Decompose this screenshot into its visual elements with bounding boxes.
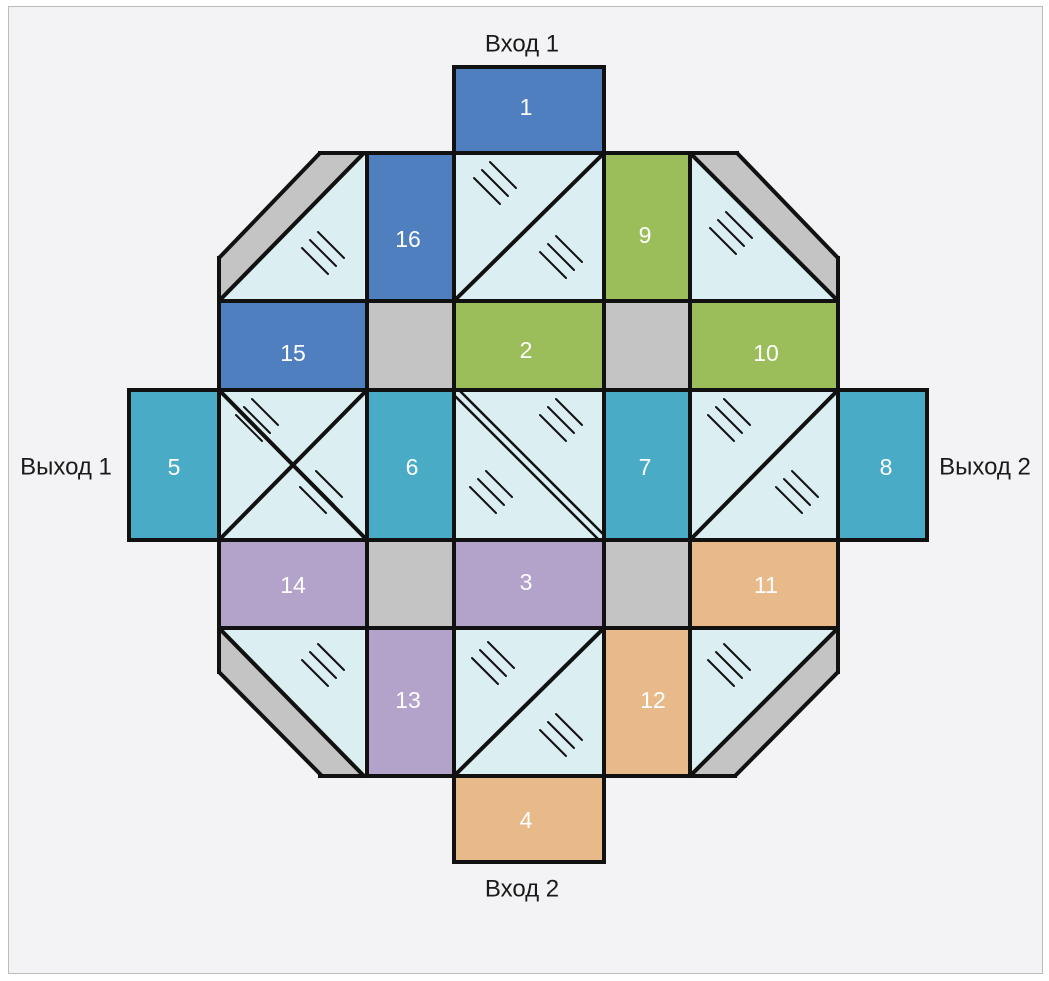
- cell-5-number: 5: [168, 454, 181, 480]
- cell-3-number: 3: [520, 569, 533, 595]
- exit-1-label: Выход 1: [20, 454, 112, 481]
- cell-11-number: 11: [754, 572, 778, 598]
- cell-12-number: 12: [640, 687, 666, 713]
- cell-15-number: 15: [280, 340, 306, 366]
- cell-3: [454, 541, 604, 627]
- mirror-diagonals: [217, 151, 840, 778]
- gray-filler-3: [367, 541, 454, 627]
- cell-12: [604, 627, 690, 776]
- cell-2: [454, 303, 604, 388]
- gray-filler-4: [604, 541, 690, 627]
- cell-13: [367, 627, 454, 776]
- cell-11: [690, 541, 838, 627]
- entry-2-label: Вход 2: [485, 876, 559, 903]
- gray-filler-2: [604, 303, 690, 388]
- entry-1-label: Вход 1: [485, 31, 559, 58]
- cell-9: [604, 153, 690, 303]
- cell-16: [367, 153, 454, 303]
- cell-10-number: 10: [753, 340, 779, 366]
- cell-8-number: 8: [880, 454, 893, 480]
- cell-13-number: 13: [395, 687, 421, 713]
- cell-7-number: 7: [639, 454, 652, 480]
- double-mirror: [453, 389, 605, 541]
- cell-4-number: 4: [520, 807, 533, 833]
- cell-7: [604, 390, 690, 540]
- cell-8: [838, 390, 927, 540]
- gray-filler-1: [367, 303, 454, 388]
- cell-16-number: 16: [395, 226, 421, 252]
- cell-1: [454, 67, 604, 153]
- cell-14-number: 14: [280, 572, 306, 598]
- cell-14: [219, 541, 367, 627]
- cell-2-number: 2: [520, 337, 533, 363]
- cell-4: [454, 776, 604, 862]
- glass-hatch-marks: [235, 161, 819, 757]
- cell-6: [367, 390, 454, 540]
- cell-1-number: 1: [520, 94, 533, 120]
- cell-10: [690, 303, 838, 388]
- cell-5: [129, 390, 219, 540]
- cell-15: [219, 303, 367, 388]
- exit-2-label: Выход 2: [939, 454, 1031, 481]
- cell-6-number: 6: [406, 454, 419, 480]
- grid-lines: [127, 65, 929, 864]
- glass-cells: [219, 153, 838, 776]
- cell-9-number: 9: [639, 222, 652, 248]
